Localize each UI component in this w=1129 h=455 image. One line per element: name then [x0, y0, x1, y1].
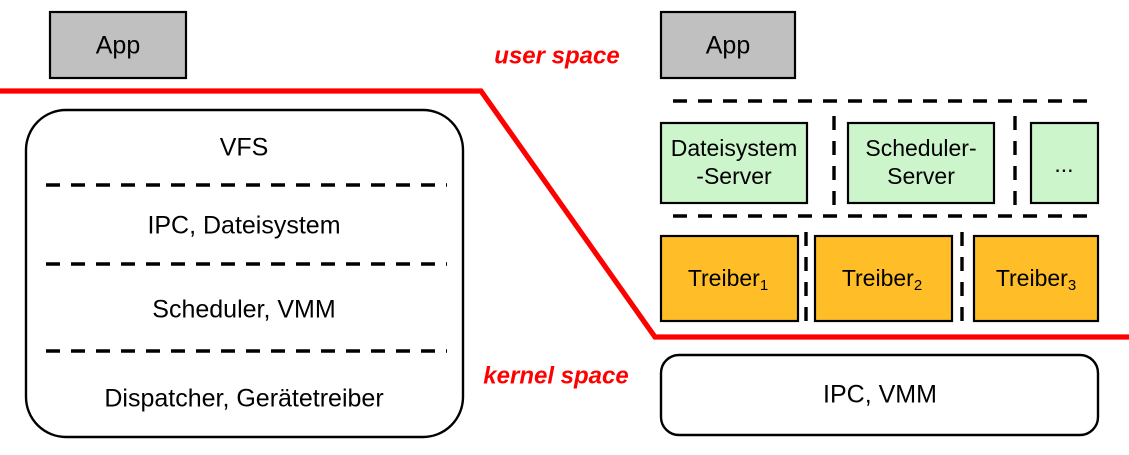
left-kernel-panel: VFS IPC, Dateisystem Scheduler, VMM Disp…: [24, 108, 465, 439]
left-app-rect: [48, 10, 188, 80]
left-layer-label-dispatcher-geraetetreiber: Dispatcher, Gerätetreiber: [104, 385, 383, 413]
left-layer-label-vfs: VFS: [220, 134, 269, 162]
driver-label-2-sub: 2: [914, 277, 922, 294]
driver-label-2-base: Treiber: [842, 265, 914, 291]
server-box-ellipsis: ...: [1029, 121, 1100, 205]
driver-box-3: Treiber3: [972, 234, 1100, 323]
server-label-ellipsis: ...: [1054, 151, 1073, 177]
server-label-scheduler-line2: Server: [887, 163, 955, 189]
server-label-scheduler-line1: Scheduler-: [865, 135, 976, 161]
driver-label-2: Treiber2: [842, 265, 922, 294]
right-app-rect: [659, 10, 797, 80]
right-app-label: App: [706, 32, 750, 60]
microkernel-label: IPC, VMM: [823, 381, 937, 409]
driver-label-1: Treiber1: [688, 265, 768, 294]
server-rect-scheduler: [846, 121, 996, 205]
driver-rect-3: [972, 234, 1100, 323]
user-space-label: user space: [494, 42, 619, 69]
left-kernel-panel-rect: [24, 108, 465, 439]
server-rect-dateisystem: [659, 121, 809, 205]
driver-rect-1: [659, 234, 800, 323]
microkernel-box: IPC, VMM: [659, 353, 1100, 437]
user-kernel-boundary-line: [0, 88, 1129, 340]
server-box-dateisystem: Dateisystem -Server: [659, 121, 809, 205]
left-app-label: App: [96, 32, 140, 60]
driver-label-1-base: Treiber: [688, 265, 760, 291]
microkernel-rect: [659, 353, 1100, 437]
driver-label-3-base: Treiber: [996, 265, 1068, 291]
driver-label-3-sub: 3: [1068, 277, 1076, 294]
driver-label-3: Treiber3: [996, 265, 1076, 294]
driver-box-1: Treiber1: [659, 234, 800, 323]
server-label-dateisystem-line2: -Server: [696, 163, 772, 189]
right-app-box: App: [659, 10, 797, 80]
server-box-scheduler: Scheduler- Server: [846, 121, 996, 205]
left-layer-label-ipc-dateisystem: IPC, Dateisystem: [147, 212, 340, 240]
server-rect-ellipsis: [1029, 121, 1100, 205]
server-label-dateisystem-line1: Dateisystem: [671, 135, 798, 161]
left-layer-label-scheduler-vmm: Scheduler, VMM: [152, 296, 335, 324]
driver-rect-2: [813, 234, 954, 323]
left-app-box: App: [48, 10, 188, 80]
driver-label-1-sub: 1: [760, 277, 768, 294]
driver-box-2: Treiber2: [813, 234, 954, 323]
kernel-space-label: kernel space: [483, 362, 628, 389]
